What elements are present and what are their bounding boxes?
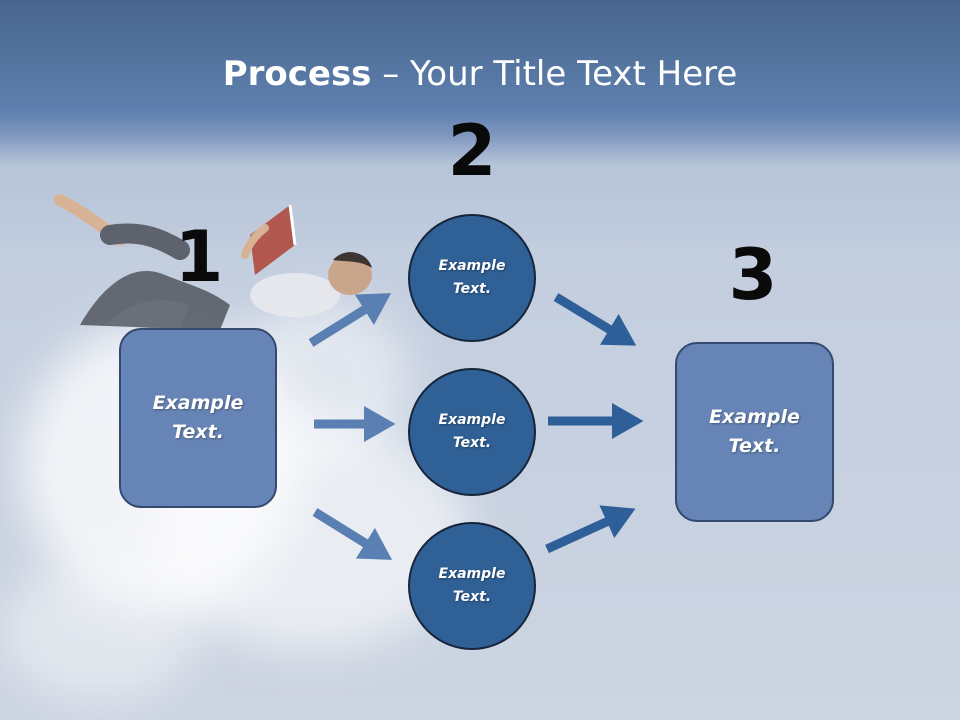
arrow-1-to-top (308, 293, 392, 347)
step-1-box: Example Text. (119, 328, 277, 508)
step-2-circle-top: Example Text. (408, 214, 536, 342)
title-rest-part: – Your Title Text Here (371, 54, 738, 94)
slide-title: Process – Your Title Text Here (0, 52, 960, 96)
step-2-circle-middle-text: Example Text. (438, 412, 506, 451)
arrow-top-to-3 (553, 293, 637, 346)
step-1-number: 1 (174, 216, 224, 298)
title-bold-part: Process (222, 54, 372, 94)
step-3-box: Example Text. (675, 342, 834, 522)
step-2-circle-middle: Example Text. (408, 368, 536, 496)
step-2-circle-bottom-text: Example Text. (438, 566, 506, 605)
arrow-1-to-bottom (312, 508, 393, 560)
step-2-circle-bottom: Example Text. (408, 522, 536, 650)
step-3-text: Example Text. (709, 406, 800, 457)
step-2-number: 2 (447, 110, 497, 192)
step-1-text: Example Text. (152, 392, 244, 443)
step-3-number: 3 (728, 234, 778, 316)
arrow-bottom-to-3 (545, 505, 636, 554)
step-2-circle-top-text: Example Text. (438, 258, 506, 297)
reading-person-illustration (54, 194, 372, 330)
